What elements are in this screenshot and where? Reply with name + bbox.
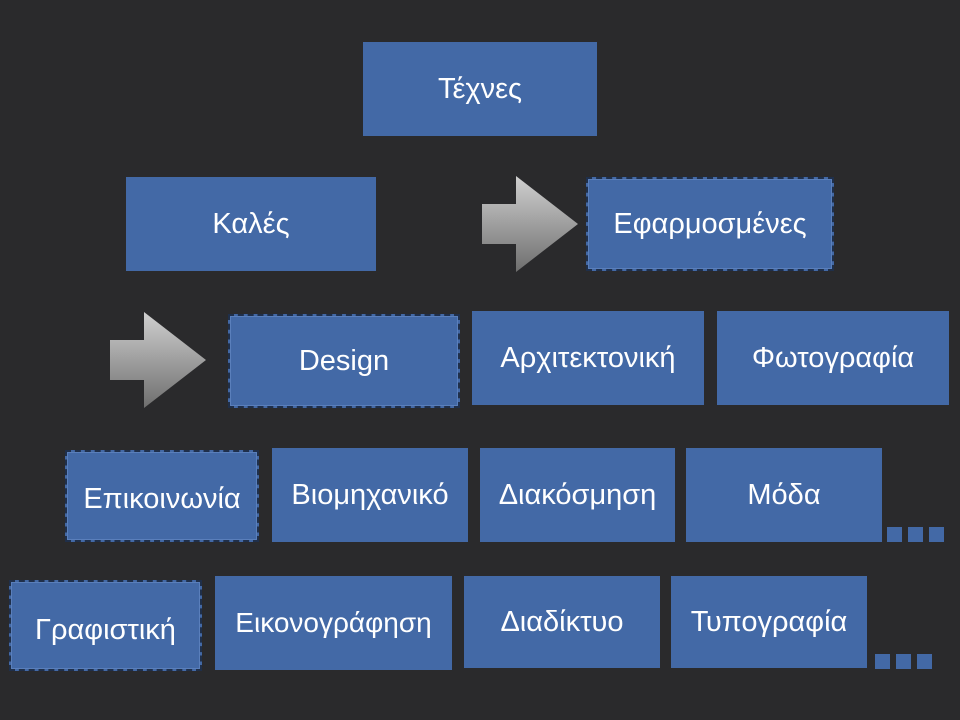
node-design: Design xyxy=(228,314,460,408)
node-typography-label: Τυπογραφία xyxy=(690,605,848,638)
node-decoration-label: Διακόσμηση xyxy=(498,478,657,511)
node-industrial-label: Βιομηχανικό xyxy=(291,478,449,511)
node-design-label: Design xyxy=(298,344,390,377)
node-web: Διαδίκτυο xyxy=(464,576,660,668)
node-typography: Τυπογραφία xyxy=(671,576,867,668)
node-decoration: Διακόσμηση xyxy=(480,448,675,542)
node-architecture-label: Αρχιτεκτονική xyxy=(500,341,676,374)
node-communication: Επικοινωνία xyxy=(65,450,259,542)
node-fine-arts: Καλές xyxy=(126,177,376,271)
arrow-right-icon xyxy=(110,312,206,408)
node-arts-label: Τέχνες xyxy=(437,72,523,105)
node-arts: Τέχνες xyxy=(363,42,597,136)
ellipsis-dot xyxy=(896,654,911,669)
node-fine-arts-label: Καλές xyxy=(212,207,290,240)
node-web-label: Διαδίκτυο xyxy=(500,605,624,638)
node-graphics: Γραφιστική xyxy=(9,580,202,671)
node-applied-arts-label: Εφαρμοσμένες xyxy=(613,207,807,240)
node-fashion-label: Μόδα xyxy=(747,478,821,511)
node-communication-label: Επικοινωνία xyxy=(83,482,241,515)
node-fashion: Μόδα xyxy=(686,448,882,542)
ellipsis-icon xyxy=(887,527,944,542)
node-photography-label: Φωτογραφία xyxy=(751,341,915,374)
ellipsis-dot xyxy=(908,527,923,542)
ellipsis-dot xyxy=(887,527,902,542)
ellipsis-icon xyxy=(875,654,932,669)
node-architecture: Αρχιτεκτονική xyxy=(472,311,704,405)
node-illustration: Εικονογράφηση xyxy=(215,576,452,670)
ellipsis-dot xyxy=(917,654,932,669)
node-industrial: Βιομηχανικό xyxy=(272,448,468,542)
ellipsis-dot xyxy=(929,527,944,542)
node-applied-arts: Εφαρμοσμένες xyxy=(586,177,834,271)
node-photography: Φωτογραφία xyxy=(717,311,949,405)
ellipsis-dot xyxy=(875,654,890,669)
arrow-right-icon xyxy=(482,176,578,272)
node-graphics-label: Γραφιστική xyxy=(35,614,176,646)
node-illustration-label: Εικονογράφηση xyxy=(235,607,432,638)
